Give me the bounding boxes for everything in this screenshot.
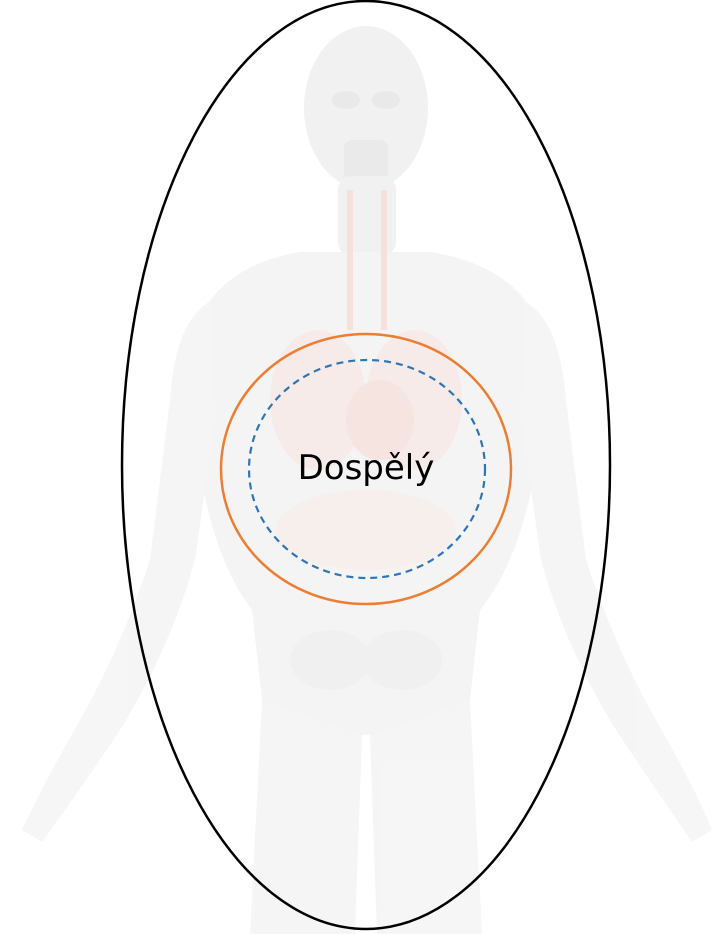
center-label: Dospělý [0, 446, 720, 490]
